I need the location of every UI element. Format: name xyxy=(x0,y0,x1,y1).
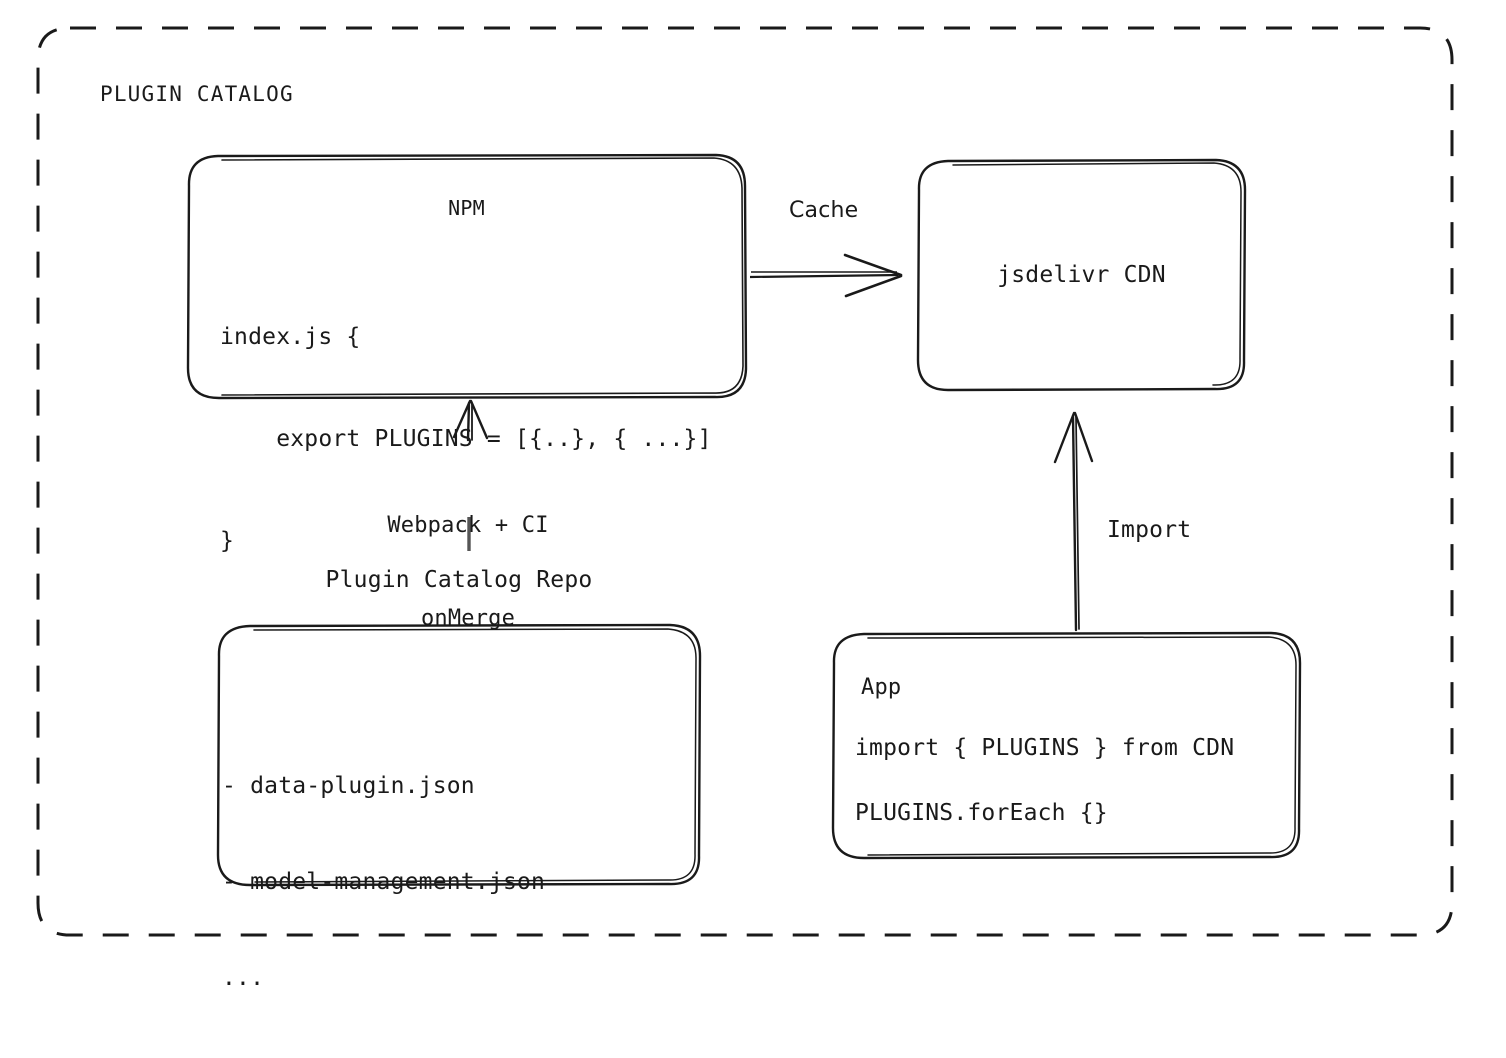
import-edge-label: Import xyxy=(1107,517,1192,543)
import-arrow xyxy=(1053,411,1094,632)
cdn-node-title: jsdelivr CDN xyxy=(997,262,1166,288)
repo-file-list-item: - model-management.json xyxy=(222,869,546,895)
repo-node-external-label: Plugin Catalog Repo xyxy=(325,567,593,593)
repo-file-list-item: ... xyxy=(222,965,265,991)
webpack-edge-label-line: Webpack + CI xyxy=(387,513,549,538)
npm-node-title: NPM xyxy=(448,196,485,220)
cache-edge-label: Cache xyxy=(789,198,859,223)
npm-code-line: } xyxy=(220,528,235,554)
group-title: PLUGIN CATALOG xyxy=(100,82,294,106)
cache-arrow xyxy=(749,253,903,298)
repo-file-list: - data-plugin.json - model-management.js… xyxy=(222,706,545,1058)
npm-code-line: export PLUGINS = [{..}, { ...}] xyxy=(220,426,712,452)
diagram-canvas: PLUGIN CATALOG NPM index.js { export PLU… xyxy=(36,26,1454,991)
repo-file-list-item: - data-plugin.json xyxy=(222,773,475,799)
app-node-title: App xyxy=(861,675,902,700)
app-code-line: import { PLUGINS } from CDN xyxy=(855,735,1235,761)
npm-code-block: index.js { export PLUGINS = [{..}, { ...… xyxy=(220,252,712,626)
webpack-edge-label: Webpack + CI onMerge xyxy=(318,448,618,696)
app-code-line: PLUGINS.forEach {} xyxy=(855,800,1108,826)
webpack-edge-label-line: onMerge xyxy=(420,606,516,631)
npm-code-line: index.js { xyxy=(220,324,361,350)
